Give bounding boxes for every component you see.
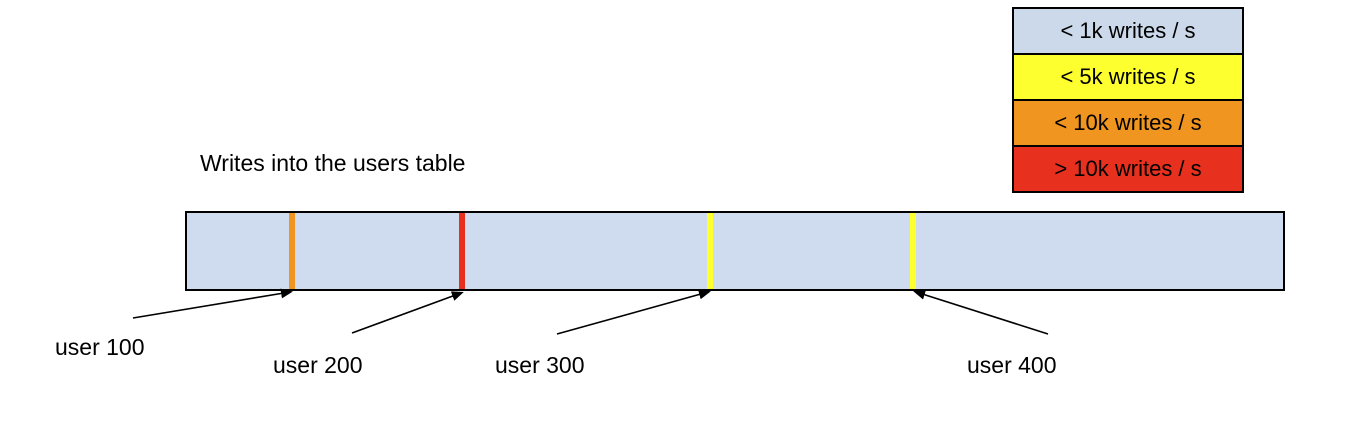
legend-item-lt-10k: < 10k writes / s	[1012, 99, 1244, 147]
diagram-title: Writes into the users table	[200, 150, 466, 176]
write-marker-user-200	[459, 213, 465, 289]
legend-item-gt-10k: > 10k writes / s	[1012, 145, 1244, 193]
legend-item-lt-1k: < 1k writes / s	[1012, 7, 1244, 55]
arrow-user-200	[351, 291, 464, 334]
callout-label-user-300: user 300	[495, 352, 585, 378]
legend-item-lt-5k: < 5k writes / s	[1012, 53, 1244, 101]
write-marker-user-300	[707, 213, 713, 289]
callout-label-user-100: user 100	[55, 334, 145, 360]
arrow-user-300	[556, 289, 711, 335]
callout-label-user-400: user 400	[967, 352, 1057, 378]
write-marker-user-400	[910, 213, 916, 289]
write-marker-user-100	[289, 213, 295, 289]
arrow-user-100	[132, 288, 293, 319]
arrow-user-400	[913, 289, 1049, 335]
legend: < 1k writes / s < 5k writes / s < 10k wr…	[1012, 7, 1244, 193]
users-table-bar	[185, 211, 1285, 291]
callout-label-user-200: user 200	[273, 352, 363, 378]
